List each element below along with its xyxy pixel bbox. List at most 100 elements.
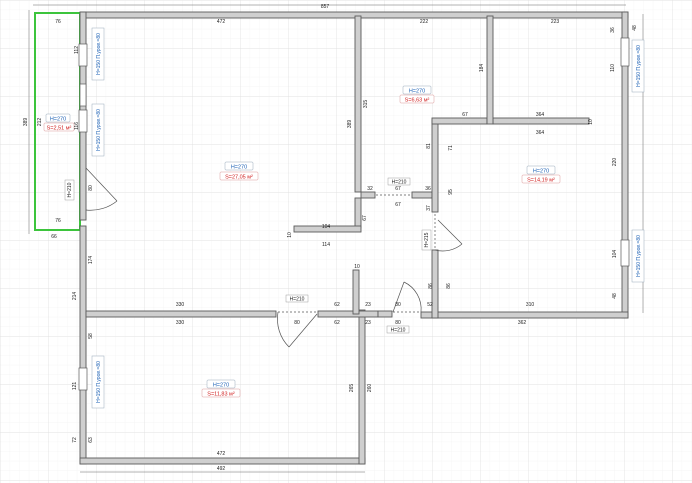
wall-top <box>79 11 629 19</box>
dim-top-right: 223 <box>551 19 560 25</box>
wall-right-bottom <box>420 311 629 319</box>
dim-lw-8: 72 <box>72 437 78 443</box>
wall-horizontal-mid-center <box>317 310 379 318</box>
wall-right-room-top-a <box>431 117 488 125</box>
dim-c-67a: 67 <box>395 186 401 192</box>
dim-c-95: 95 <box>448 189 454 195</box>
dim-c-32: 32 <box>367 186 373 192</box>
dim-h-80c: 80 <box>395 320 401 326</box>
dim-balcony-w2: 76 <box>55 218 61 224</box>
wall-partition-short <box>293 225 362 233</box>
wall-horizontal-mid-right <box>377 310 393 318</box>
dim-h-62a: 62 <box>334 302 340 308</box>
dim-left-total: 389 <box>23 118 29 127</box>
dim-lw-3: 80 <box>88 185 94 191</box>
height-bottom: H=270 <box>213 383 229 389</box>
dim-lw-9: 63 <box>88 437 94 443</box>
dim-lw-7: 121 <box>72 382 78 391</box>
room-label-right: H=270 S=14,19 м² <box>521 165 561 184</box>
dim-balcony-bottom: 66 <box>51 234 57 240</box>
room-label-balcony: H=270 S=2,51 м² <box>43 113 75 132</box>
dim-r-364a: 364 <box>536 112 545 118</box>
dim-lw-6: 58 <box>88 333 94 339</box>
dim-c-67b: 67 <box>395 202 401 208</box>
door-label-right-room: Н=215 <box>424 232 430 247</box>
dim-lw-1: 112 <box>74 46 80 54</box>
dim-top-main: 472 <box>217 19 226 25</box>
dim-p-10b: 10 <box>354 264 360 270</box>
dim-h-23b: 23 <box>365 320 371 326</box>
dim-h-62b: 62 <box>334 320 340 326</box>
dim-h-310: 310 <box>526 302 535 308</box>
dim-r-36: 36 <box>610 27 616 33</box>
door-label-bottom-left: Н=210 <box>290 297 305 303</box>
height-balcony: H=270 <box>50 117 66 123</box>
wall-small-room-bottom-r <box>411 191 433 199</box>
dimension-numbers: 857 472 222 223 76 76 66 389 212 112 116… <box>23 4 638 472</box>
dim-r-220: 220 <box>612 158 618 167</box>
dim-h-23a: 23 <box>365 302 371 308</box>
dim-h-330b: 330 <box>176 320 185 326</box>
door-swings <box>85 167 463 348</box>
dim-p-10c: 10 <box>588 119 594 125</box>
dim-main-inner: 389 <box>347 120 353 129</box>
height-top-mid: H=270 <box>409 89 425 95</box>
dim-c-86b: 86 <box>446 283 452 289</box>
dim-lw-5: 214 <box>72 292 78 301</box>
dim-p-10a: 10 <box>287 232 293 238</box>
room-label-main: H=270 S=27,05 м² <box>219 161 259 181</box>
area-top-mid: S=6,63 м² <box>405 98 430 104</box>
dim-top-mid: 222 <box>420 19 429 25</box>
window-marks <box>78 37 630 391</box>
dim-p-104: 104 <box>322 224 331 230</box>
wall-center-divider-lower <box>354 197 362 229</box>
wall-horizontal-mid-left <box>85 310 277 318</box>
dim-c-37: 37 <box>426 205 432 211</box>
dim-mid-wall: 315 <box>363 100 369 109</box>
dim-bot-472: 472 <box>217 451 226 457</box>
dim-r-364b: 364 <box>536 130 545 136</box>
wall-small-room-bottom <box>360 191 376 199</box>
dim-c-71: 71 <box>448 145 454 151</box>
wall-bottom <box>79 457 366 465</box>
dim-r-104: 104 <box>612 250 618 259</box>
dim-top-total: 857 <box>321 4 330 10</box>
dim-c-67c: 67 <box>362 215 368 221</box>
wall-center-vertical-lower <box>358 309 366 465</box>
dim-c-81: 81 <box>426 143 432 149</box>
dim-r-110: 110 <box>610 64 616 72</box>
room-label-bottom: H=270 S=11,83 м² <box>201 379 241 398</box>
area-right: S=14,19 м² <box>527 178 555 184</box>
wall-small-room-right <box>431 119 439 213</box>
dim-r-48a: 48 <box>632 25 638 31</box>
dim-lw-2: 116 <box>74 122 80 130</box>
window-label-left-mid: Н=150 П.уров.=80 <box>96 109 102 151</box>
dim-h-80b: 80 <box>395 302 401 308</box>
dim-bot-260: 260 <box>367 384 373 393</box>
dim-lw-4: 174 <box>88 256 94 265</box>
dim-h-52: 52 <box>427 302 433 308</box>
dim-h-362: 362 <box>518 320 527 326</box>
wall-mid-right-vertical <box>486 15 494 125</box>
dim-r-48b: 48 <box>612 293 618 299</box>
window-label-left-top: Н=150 П.уров.=80 <box>96 33 102 75</box>
dim-balcony-w: 76 <box>55 19 61 25</box>
area-main: S=27,05 м² <box>225 175 253 181</box>
dim-r-67: 67 <box>462 112 468 118</box>
dim-c-36: 36 <box>425 186 431 192</box>
dim-b-mid: 212 <box>37 118 43 127</box>
door-label-balcony: Н=210 <box>67 182 73 197</box>
wall-left-lower <box>79 225 87 465</box>
door-labels: Н=210 Н=210 Н=215 Н=210 Н=210 <box>64 177 432 334</box>
height-main: H=270 <box>231 165 247 171</box>
area-balcony: S=2,51 м² <box>47 126 72 132</box>
room-label-top-mid: H=270 S=6,63 м² <box>399 85 435 104</box>
dim-bot-265: 265 <box>349 384 355 393</box>
window-label-right-bottom: Н=150 П.уров.=80 <box>636 235 642 277</box>
window-label-left-bottom: Н=150 П.уров.=80 <box>96 361 102 403</box>
door-label-center-top: Н=210 <box>392 180 407 186</box>
height-right: H=270 <box>533 169 549 175</box>
window-labels: Н=150 П.уров.=80 Н=150 П.уров.=80 Н=150 … <box>91 27 645 409</box>
